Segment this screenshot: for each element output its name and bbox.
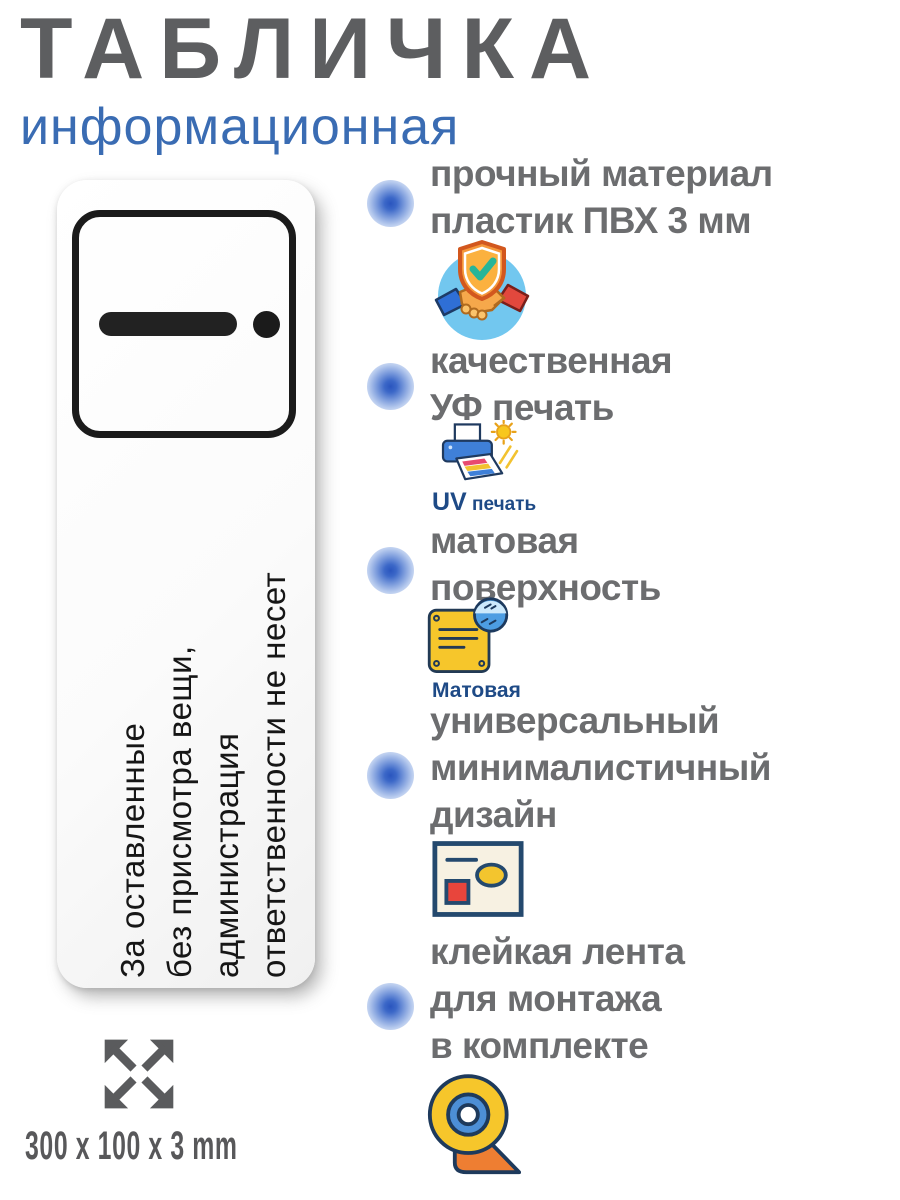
- dot-shape: [253, 311, 280, 338]
- feature-line: клейкая лента: [430, 931, 685, 972]
- feature-bullet: [367, 547, 414, 594]
- page-title: ТАБЛИЧКА: [20, 1, 607, 97]
- dimensions-text: 300 x 100 x 3 mm: [25, 1124, 238, 1168]
- uv-print-label: UV печать: [432, 488, 536, 517]
- page-subtitle: информационная: [20, 98, 460, 156]
- feature-line: прочный материал: [430, 153, 773, 194]
- sign-plaque-preview: За оставленные без присмотра вещи, админ…: [57, 180, 315, 988]
- matte-plate-zoom-icon: [426, 592, 510, 680]
- feature-line: пластик ПВХ 3 мм: [430, 200, 752, 241]
- feature-line: УФ печать: [430, 387, 614, 428]
- plaque-line: без присмотра вещи,: [161, 645, 198, 978]
- feature-line: матовая: [430, 520, 579, 561]
- dash-dot-pictogram-icon: [72, 210, 296, 438]
- feature-surface: матовая поверхность: [430, 517, 661, 611]
- feature-bullet: [367, 363, 414, 410]
- feature-design: универсальный минималистичный дизайн: [430, 697, 772, 838]
- adhesive-tape-roll-icon: [426, 1070, 522, 1188]
- feature-line: поверхность: [430, 567, 661, 608]
- feature-tape: клейкая лента для монтажа в комплекте: [430, 928, 685, 1069]
- feature-bullet: [367, 983, 414, 1030]
- feature-line: универсальный: [430, 700, 720, 741]
- feature-line: для монтажа: [430, 978, 662, 1019]
- feature-line: в комплекте: [430, 1025, 649, 1066]
- feature-bullet: [367, 752, 414, 799]
- plaque-line: администрация: [208, 732, 245, 978]
- feature-print: качественная УФ печать: [430, 337, 673, 431]
- plaque-rotated-text: За оставленные без присмотра вещи, админ…: [109, 572, 297, 978]
- plaque-line: За оставленные: [114, 722, 151, 978]
- expand-arrows-icon: [100, 1035, 178, 1113]
- feature-line: качественная: [430, 340, 673, 381]
- matte-label: Матовая: [432, 679, 521, 702]
- feature-line: минималистичный: [430, 747, 772, 788]
- uv-printer-sun-icon: [424, 420, 536, 494]
- minimal-design-card-icon: [432, 840, 524, 918]
- shield-handshake-check-icon: [430, 236, 534, 344]
- plaque-line: ответственности не несет: [255, 571, 292, 978]
- uv-label-rest: печать: [466, 494, 537, 515]
- feature-material: прочный материал пластик ПВХ 3 мм: [430, 150, 773, 244]
- feature-bullet: [367, 180, 414, 227]
- feature-line: дизайн: [430, 794, 557, 835]
- uv-label-strong: UV: [432, 488, 467, 516]
- dash-shape: [99, 312, 237, 336]
